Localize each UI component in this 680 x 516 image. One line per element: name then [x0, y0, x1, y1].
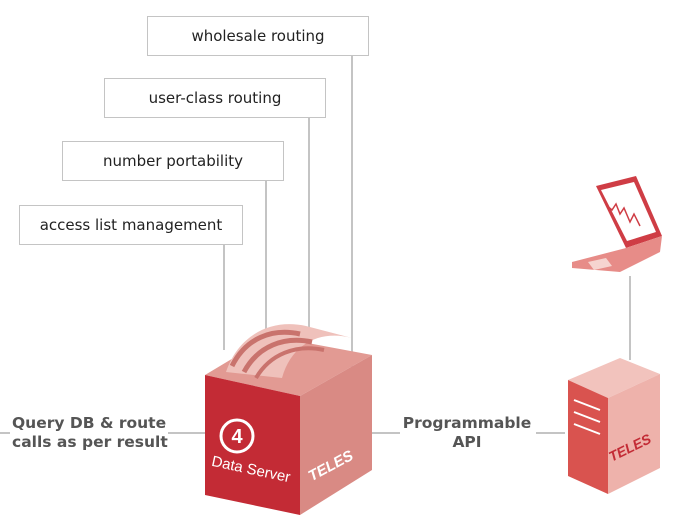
data-server-cube: 4 Data Server TELES	[205, 324, 372, 515]
cube-number: 4	[231, 426, 243, 448]
horizontal-connectors	[0, 276, 631, 434]
box-user-class-routing-label: user-class routing	[148, 89, 282, 107]
label-programmable-api: Programmable API	[400, 414, 534, 452]
box-access-list-management-label: access list management	[39, 216, 223, 234]
label-query-db-line1: Query DB & route	[12, 414, 167, 432]
tower-right	[608, 374, 660, 494]
box-number-portability-label: number portability	[102, 152, 244, 170]
cube-right	[300, 355, 372, 515]
tower-front	[568, 380, 608, 494]
cube-front	[205, 375, 300, 515]
box-user-class-routing: user-class routing	[104, 78, 326, 118]
label-query-db: Query DB & route calls as per result	[12, 414, 168, 452]
laptop-icon	[572, 176, 662, 272]
laptop-screen-graph	[605, 202, 641, 227]
laptop-trackpad	[588, 258, 612, 270]
label-query-db-line2: calls as per result	[12, 433, 168, 451]
box-access-list-management: access list management	[19, 205, 243, 245]
label-programmable-api-line1: Programmable	[402, 414, 532, 432]
laptop-base	[572, 236, 662, 272]
box-number-portability: number portability	[62, 141, 284, 181]
tower-top	[568, 358, 660, 398]
backend-server: TELES	[568, 358, 660, 494]
label-programmable-api-line2: API	[452, 433, 482, 451]
box-wholesale-routing-label: wholesale routing	[191, 27, 325, 45]
cube-number-circle	[219, 418, 255, 454]
tower-drive-slots	[573, 399, 601, 435]
laptop-screen	[601, 182, 656, 241]
feature-connectors	[223, 56, 353, 368]
box-wholesale-routing: wholesale routing	[147, 16, 369, 56]
